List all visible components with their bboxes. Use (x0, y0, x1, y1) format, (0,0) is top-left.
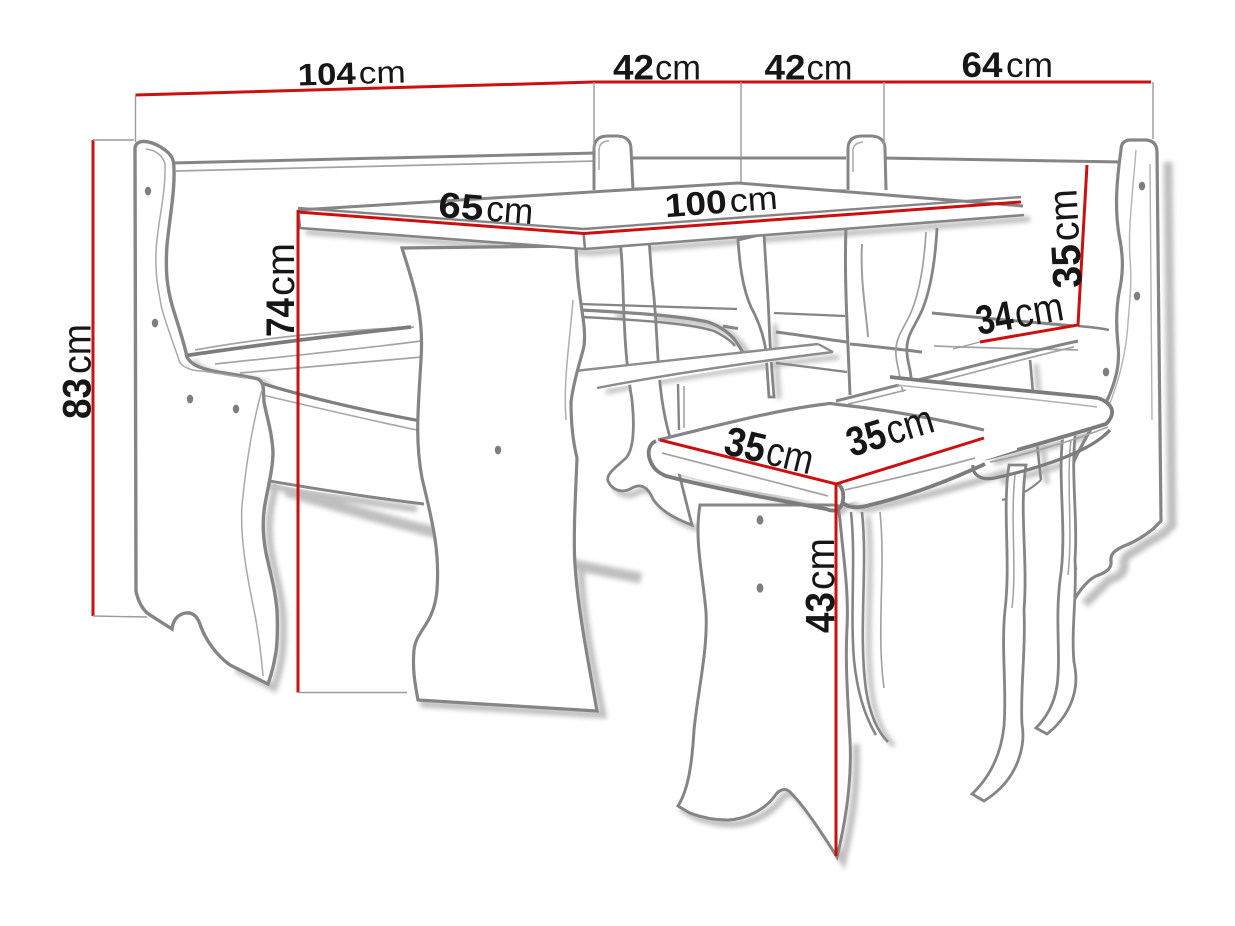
svg-text:cm: cm (655, 49, 701, 88)
svg-text:cm: cm (358, 55, 406, 91)
svg-text:34: 34 (972, 292, 1017, 344)
svg-text:43: 43 (797, 592, 843, 633)
svg-text:cm: cm (259, 243, 303, 296)
svg-text:100: 100 (663, 183, 728, 225)
svg-text:65: 65 (437, 184, 485, 228)
svg-text:83: 83 (56, 378, 100, 419)
svg-text:cm: cm (1039, 188, 1088, 242)
svg-text:74: 74 (259, 297, 303, 337)
svg-text:cm: cm (807, 49, 853, 88)
svg-text:42: 42 (765, 49, 806, 88)
svg-text:cm: cm (1011, 283, 1067, 337)
svg-text:cm: cm (797, 538, 843, 590)
svg-text:35: 35 (1042, 243, 1090, 289)
svg-text:cm: cm (56, 324, 100, 374)
svg-text:64: 64 (962, 46, 1004, 85)
svg-text:104: 104 (297, 56, 357, 93)
svg-text:42: 42 (613, 49, 654, 88)
svg-text:cm: cm (728, 179, 779, 219)
svg-text:cm: cm (762, 428, 818, 484)
svg-text:cm: cm (485, 188, 535, 232)
svg-text:cm: cm (1006, 46, 1053, 85)
